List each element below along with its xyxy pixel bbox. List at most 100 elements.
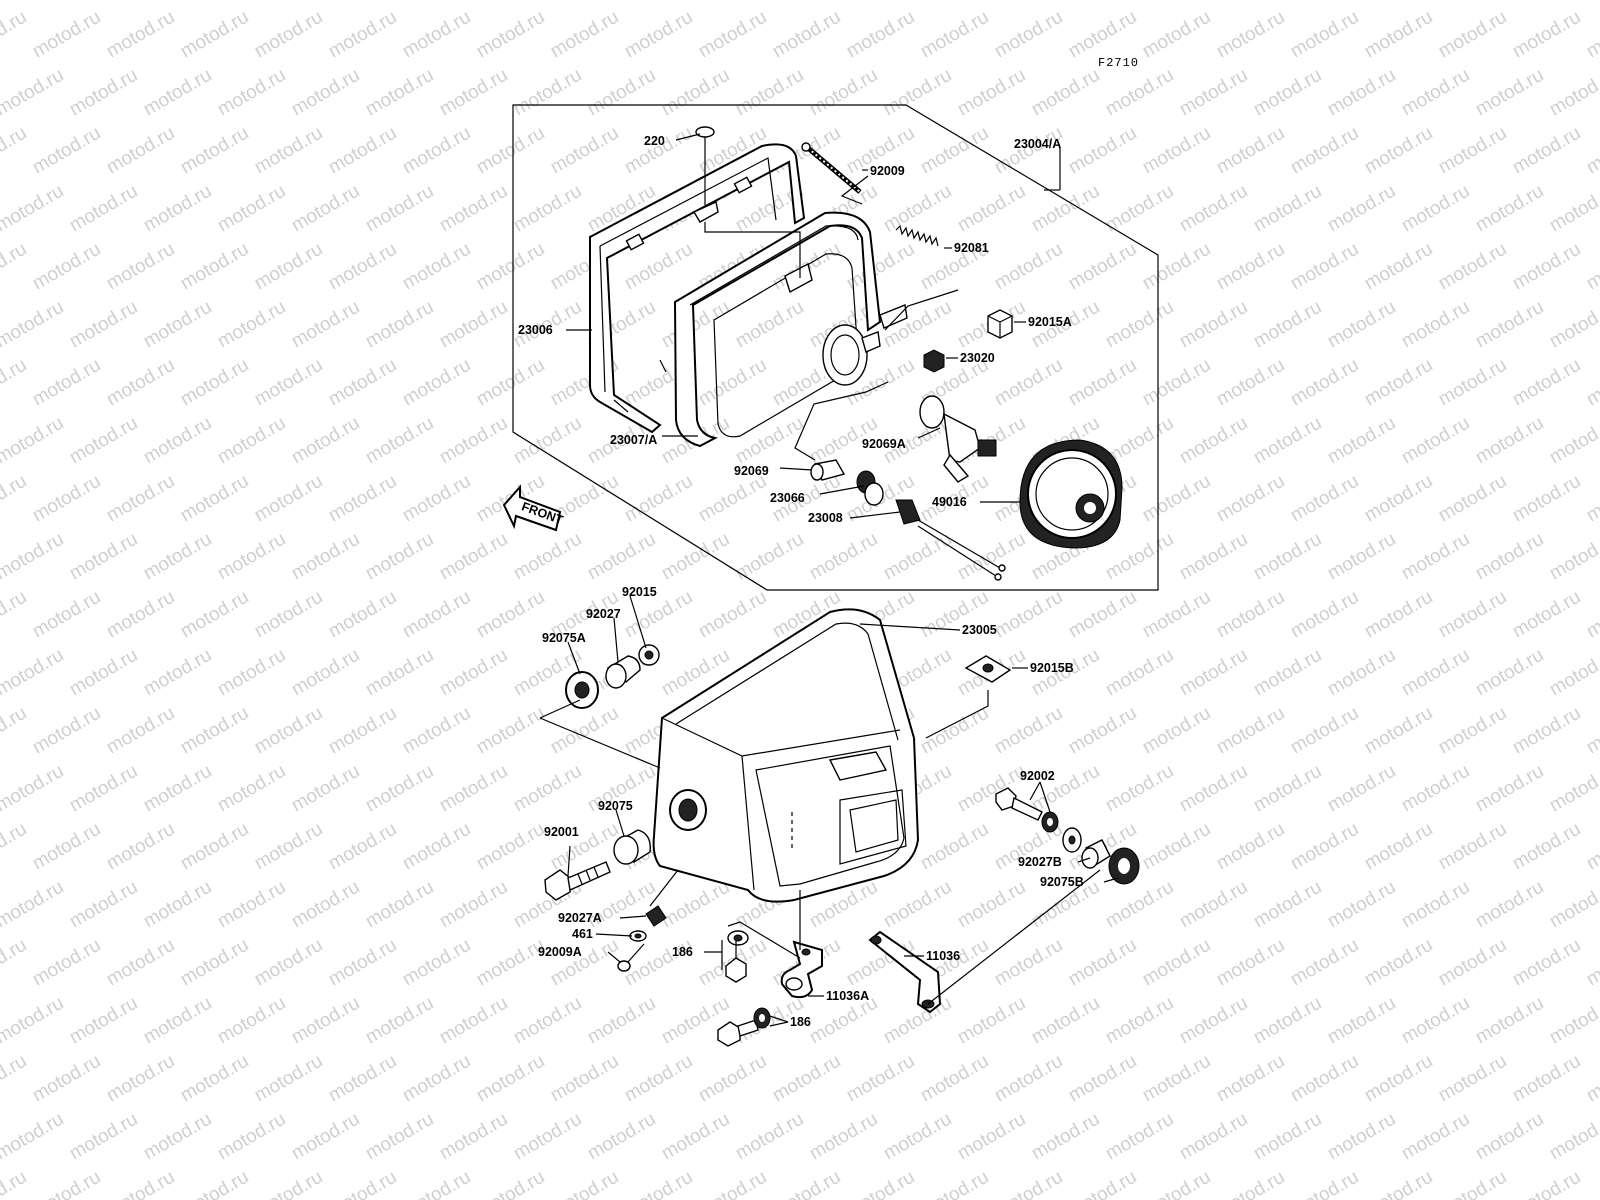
watermark-text: motod.ru	[177, 819, 252, 875]
watermark-text: motod.ru	[1139, 1051, 1214, 1107]
watermark-text: motod.ru	[325, 703, 400, 759]
watermark-text: motod.ru	[806, 529, 881, 585]
watermark-text: motod.ru	[0, 703, 30, 759]
watermark-text: motod.ru	[991, 355, 1066, 411]
label-92081: 92081	[954, 241, 989, 255]
watermark-text: motod.ru	[436, 993, 511, 1049]
part-labels: 220 92009 23004/A 92081 23006 92015A 230…	[518, 134, 1084, 1029]
bulb-92069A	[919, 395, 997, 483]
watermark-text: motod.ru	[473, 7, 548, 63]
watermark-text: motod.ru	[1583, 1167, 1600, 1200]
label-220: 220	[644, 134, 665, 148]
watermark-text: motod.ru	[1435, 1051, 1510, 1107]
watermark-text: motod.ru	[214, 993, 289, 1049]
watermark-text: motod.ru	[473, 355, 548, 411]
watermark-text: motod.ru	[0, 935, 30, 991]
watermark-text: motod.ru	[1287, 239, 1362, 295]
watermark-text: motod.ru	[177, 703, 252, 759]
watermark-text: motod.ru	[140, 993, 215, 1049]
watermark-text: motod.ru	[29, 819, 104, 875]
label-92001: 92001	[544, 825, 579, 839]
watermark-text: motod.ru	[1583, 703, 1600, 759]
watermark-text: motod.ru	[251, 1051, 326, 1107]
watermark-text: motod.ru	[1250, 0, 1325, 4]
watermark-text: motod.ru	[658, 0, 733, 4]
watermark-text: motod.ru	[140, 181, 215, 237]
watermark-text: motod.ru	[1065, 239, 1140, 295]
watermark-text: motod.ru	[1213, 935, 1288, 991]
watermark-text: motod.ru	[1509, 239, 1584, 295]
grommet-23066	[856, 470, 884, 506]
watermark-text: motod.ru	[1435, 123, 1510, 179]
watermark-text: motod.ru	[1139, 471, 1214, 527]
watermark-text: motod.ru	[621, 1167, 696, 1200]
watermark-text: motod.ru	[1139, 935, 1214, 991]
damper-92075A	[565, 671, 599, 709]
watermark-text: motod.ru	[1102, 761, 1177, 817]
watermark-text: motod.ru	[1176, 413, 1251, 469]
watermark-text: motod.ru	[1398, 645, 1473, 701]
watermark-text: motod.ru	[954, 181, 1029, 237]
watermark-text: motod.ru	[288, 529, 363, 585]
watermark-text: motod.ru	[732, 297, 807, 353]
watermark-text: motod.ru	[1324, 993, 1399, 1049]
watermark-text: motod.ru	[621, 935, 696, 991]
watermark-text: motod.ru	[1509, 1167, 1584, 1200]
label-11036A: 11036A	[826, 989, 869, 1003]
watermark-text: motod.ru	[695, 1051, 770, 1107]
watermark-text: motod.ru	[140, 761, 215, 817]
watermark-text: motod.ru	[1065, 587, 1140, 643]
watermark-text: motod.ru	[806, 1109, 881, 1165]
watermark-text: motod.ru	[1102, 297, 1177, 353]
watermark-text: motod.ru	[1472, 181, 1547, 237]
watermark-text: motod.ru	[0, 761, 67, 817]
watermark-text: motod.ru	[1361, 935, 1436, 991]
label-92075: 92075	[598, 799, 633, 813]
watermark-text: motod.ru	[436, 297, 511, 353]
watermark-text: motod.ru	[695, 587, 770, 643]
label-92027B: 92027B	[1018, 855, 1062, 869]
watermark-text: motod.ru	[325, 819, 400, 875]
watermark-text: motod.ru	[140, 1109, 215, 1165]
label-92015: 92015	[622, 585, 657, 599]
label-92009A: 92009A	[538, 945, 582, 959]
watermark-text: motod.ru	[917, 1167, 992, 1200]
watermark-text: motod.ru	[880, 181, 955, 237]
watermark-text: motod.ru	[66, 877, 141, 933]
watermark-text: motod.ru	[732, 1109, 807, 1165]
headlight-unit-23007A	[673, 211, 908, 448]
label-92027: 92027	[586, 607, 621, 621]
watermark-text: motod.ru	[436, 1109, 511, 1165]
watermark-text: motod.ru	[1139, 703, 1214, 759]
watermark-text: motod.ru	[140, 645, 215, 701]
watermark-text: motod.ru	[362, 181, 437, 237]
watermark-text: motod.ru	[251, 355, 326, 411]
watermark-text: motod.ru	[1287, 123, 1362, 179]
watermark-text: motod.ru	[0, 645, 67, 701]
watermark-text: motod.ru	[103, 819, 178, 875]
watermark-text: motod.ru	[1583, 355, 1600, 411]
bolt-186-upper	[725, 930, 749, 983]
watermark-text: motod.ru	[288, 297, 363, 353]
watermark-text: motod.ru	[547, 935, 622, 991]
watermark-text: motod.ru	[473, 1167, 548, 1200]
watermark-text: motod.ru	[1398, 993, 1473, 1049]
watermark-text: motod.ru	[1472, 65, 1547, 121]
watermark-text: motod.ru	[1583, 7, 1600, 63]
label-92009: 92009	[870, 164, 905, 178]
label-23008: 23008	[808, 511, 843, 525]
watermark-text: motod.ru	[399, 819, 474, 875]
watermark-text: motod.ru	[1472, 297, 1547, 353]
watermark-text: motod.ru	[288, 413, 363, 469]
watermark-text: motod.ru	[1398, 65, 1473, 121]
watermark-text: motod.ru	[436, 529, 511, 585]
watermark-text: motod.ru	[325, 123, 400, 179]
watermark-text: motod.ru	[1546, 761, 1600, 817]
watermark-text: motod.ru	[140, 297, 215, 353]
watermark-text: motod.ru	[1176, 993, 1251, 1049]
watermark-text: motod.ru	[1361, 587, 1436, 643]
assembly-guide-lines	[539, 175, 1101, 1005]
watermark-text: motod.ru	[584, 1109, 659, 1165]
watermark-text: motod.ru	[29, 239, 104, 295]
watermark-text: motod.ru	[214, 65, 289, 121]
